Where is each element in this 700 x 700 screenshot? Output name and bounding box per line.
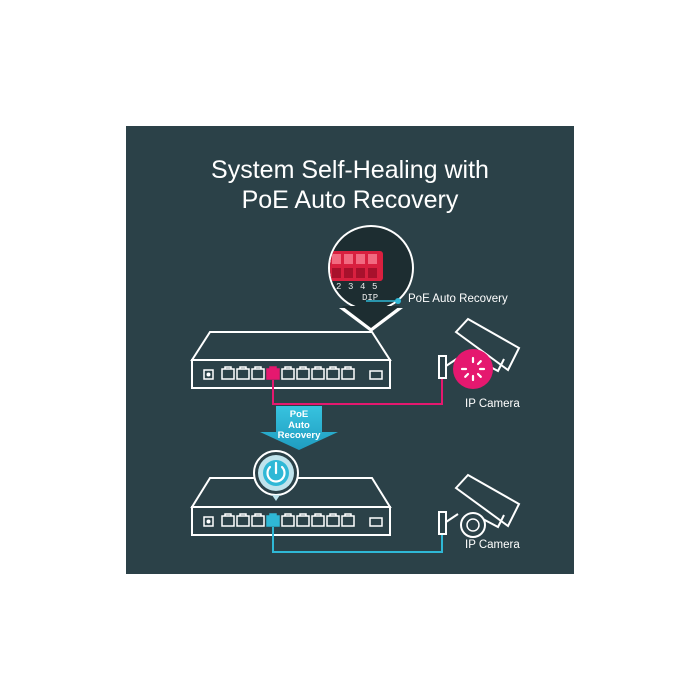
dip-num-3: 3 <box>348 282 353 292</box>
arrow-label-line-2: Auto <box>288 419 310 431</box>
recovery-arrow <box>260 406 338 450</box>
ip-camera-label-top: IP Camera <box>465 398 520 410</box>
network-switch-icon <box>190 477 392 536</box>
dip-num-4: 4 <box>360 282 365 292</box>
dip-num-5: 5 <box>372 282 377 292</box>
cctv-camera-icon <box>438 317 521 379</box>
poe-auto-recovery-label: PoE Auto Recovery <box>408 293 508 305</box>
power-restart-icon <box>253 450 299 501</box>
infographic-panel: System Self-Healing with PoE Auto Recove… <box>126 126 574 574</box>
diagram: 1 2 3 4 5 ON DIP <box>190 225 521 553</box>
arrow-label: PoE Auto Recovery <box>259 409 339 442</box>
dip-on-label: ON <box>322 293 333 303</box>
callout-leader <box>366 298 401 304</box>
dip-dip-label: DIP <box>362 293 378 303</box>
ip-camera-label-bottom: IP Camera <box>465 539 520 551</box>
arrow-label-line-3: Recovery <box>277 430 321 441</box>
dip-num-1: 1 <box>324 282 329 292</box>
title-line-1: System Self-Healing with <box>211 156 489 184</box>
loading-spinner-icon <box>453 349 493 389</box>
dip-switch-callout: 1 2 3 4 5 ON DIP <box>322 225 414 332</box>
network-switch-icon <box>190 331 392 389</box>
arrow-label-line-1: PoE <box>289 409 309 420</box>
cctv-camera-icon <box>438 473 521 538</box>
dip-num-2: 2 <box>336 282 341 292</box>
dip-switch-icon <box>330 251 383 281</box>
poe-cable-fault <box>272 374 443 405</box>
title-line-2: PoE Auto Recovery <box>241 186 459 214</box>
